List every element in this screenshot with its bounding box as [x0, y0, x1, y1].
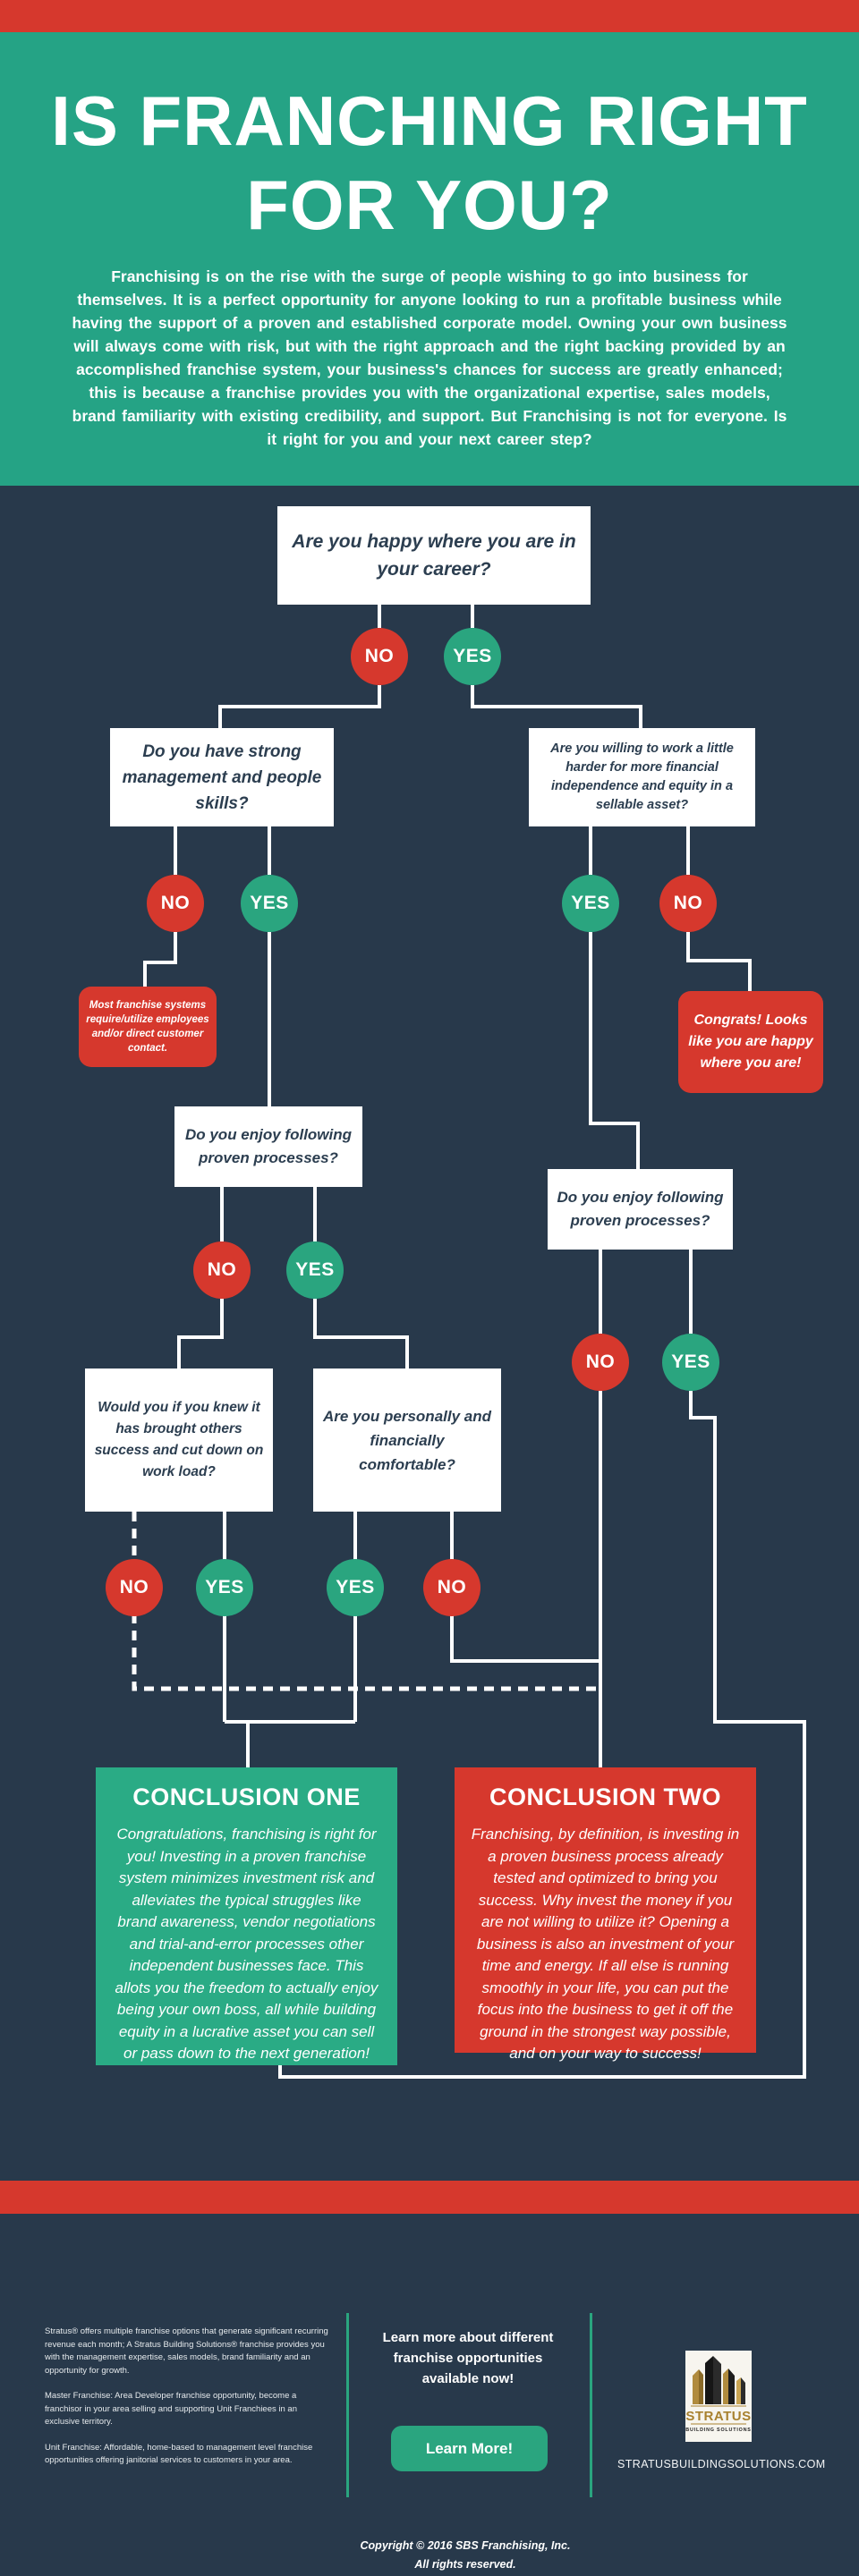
question-would-you-if: Would you if you knew it has brought oth…	[85, 1368, 273, 1512]
callout-customer-contact: Most franchise systems require/utilize e…	[79, 987, 217, 1067]
conclusion-one-body: Congratulations, franchising is right fo…	[115, 1826, 378, 2062]
footer-unit-paragraph: Unit Franchise: Affordable, home-based t…	[45, 2442, 313, 2466]
question-financially-comfortable: Are you personally and financially comfo…	[313, 1368, 501, 1512]
intro-paragraph: Franchising is on the rise with the surg…	[72, 267, 787, 448]
callout-congrats-text: Congrats! Looks like you are happy where…	[688, 1013, 813, 1071]
stratus-logo: STRATUS BUILDING SOLUTIONS	[685, 2351, 752, 2442]
decision-yes-processes-right: YES	[662, 1334, 719, 1391]
conclusion-two-box: CONCLUSION TWO Franchising, by definitio…	[455, 1767, 756, 2062]
learn-more-button[interactable]: Learn More!	[391, 2426, 548, 2471]
footer-master-paragraph: Master Franchise: Area Developer franchi…	[45, 2391, 297, 2427]
decision-no-work-harder: NO	[659, 875, 717, 932]
footer-about-column: Stratus® offers multiple franchise optio…	[45, 2326, 333, 2480]
callout-customer-contact-text: Most franchise systems require/utilize e…	[86, 1000, 209, 1054]
decision-no-processes-left: NO	[193, 1241, 251, 1299]
question-proven-processes-right-text: Do you enjoy following proven processes?	[557, 1189, 724, 1229]
footer-about-paragraph: Stratus® offers multiple franchise optio…	[45, 2326, 328, 2376]
website-link[interactable]: STRATUSBUILDINGSOLUTIONS.COM	[617, 2458, 826, 2470]
question-work-harder-text: Are you willing to work a little harder …	[550, 741, 734, 812]
callout-congrats: Congrats! Looks like you are happy where…	[678, 991, 823, 1093]
header-band	[0, 32, 859, 486]
decision-no-comfortable: NO	[423, 1559, 481, 1616]
copyright-notice: Copyright © 2016 SBS Franchising, Inc. A…	[286, 2537, 644, 2574]
decision-yes-skills: YES	[241, 875, 298, 932]
footer-cta-text: Learn more about different franchise opp…	[382, 2330, 554, 2386]
decision-no-level1: NO	[351, 628, 408, 685]
question-management-skills: Do you have strong management and people…	[110, 728, 334, 826]
conclusion-two-body: Franchising, by definition, is investing…	[471, 1826, 740, 2062]
question-happy-career: Are you happy where you are in your care…	[277, 506, 591, 605]
question-would-you-if-text: Would you if you knew it has brought oth…	[94, 1400, 264, 1479]
question-work-harder: Are you willing to work a little harder …	[529, 728, 755, 826]
question-proven-processes-left: Do you enjoy following proven processes?	[174, 1106, 362, 1187]
decision-yes-comfortable: YES	[327, 1559, 384, 1616]
stratus-logo-wordmark: STRATUS	[685, 2409, 751, 2424]
page-title-line2: FOR YOU?	[246, 165, 613, 244]
page-title-line1: IS FRANCHING RIGHT	[51, 81, 808, 160]
stratus-logo-subtext: BUILDING SOLUTIONS	[685, 2428, 751, 2433]
question-financially-comfortable-text: Are you personally and financially comfo…	[323, 1407, 491, 1473]
question-proven-processes-right: Do you enjoy following proven processes?	[548, 1169, 733, 1250]
conclusion-two-title: CONCLUSION TWO	[489, 1784, 721, 1810]
decision-yes-level1: YES	[444, 628, 501, 685]
question-management-skills-text: Do you have strong management and people…	[122, 741, 322, 813]
top-accent-bar	[0, 0, 859, 32]
copyright-line2: All rights reserved.	[414, 2558, 516, 2571]
decision-no-would-you: NO	[106, 1559, 163, 1616]
decision-yes-would-you: YES	[196, 1559, 253, 1616]
decision-no-processes-right: NO	[572, 1334, 629, 1391]
decision-yes-work-harder: YES	[562, 875, 619, 932]
question-proven-processes-left-text: Do you enjoy following proven processes?	[184, 1126, 353, 1166]
copyright-line1: Copyright © 2016 SBS Franchising, Inc.	[360, 2539, 571, 2552]
conclusion-one-box: CONCLUSION ONE Congratulations, franchis…	[96, 1767, 397, 2065]
stratus-logo-graphic: STRATUS BUILDING SOLUTIONS	[685, 2351, 752, 2442]
question-happy-career-text: Are you happy where you are in your care…	[292, 531, 576, 580]
conclusion-one-title: CONCLUSION ONE	[132, 1784, 361, 1810]
footer-divider-left	[346, 2313, 349, 2497]
bottom-accent-bar	[0, 2181, 859, 2214]
footer-divider-right	[590, 2313, 592, 2497]
decision-yes-processes-left: YES	[286, 1241, 344, 1299]
decision-no-skills: NO	[147, 875, 204, 932]
